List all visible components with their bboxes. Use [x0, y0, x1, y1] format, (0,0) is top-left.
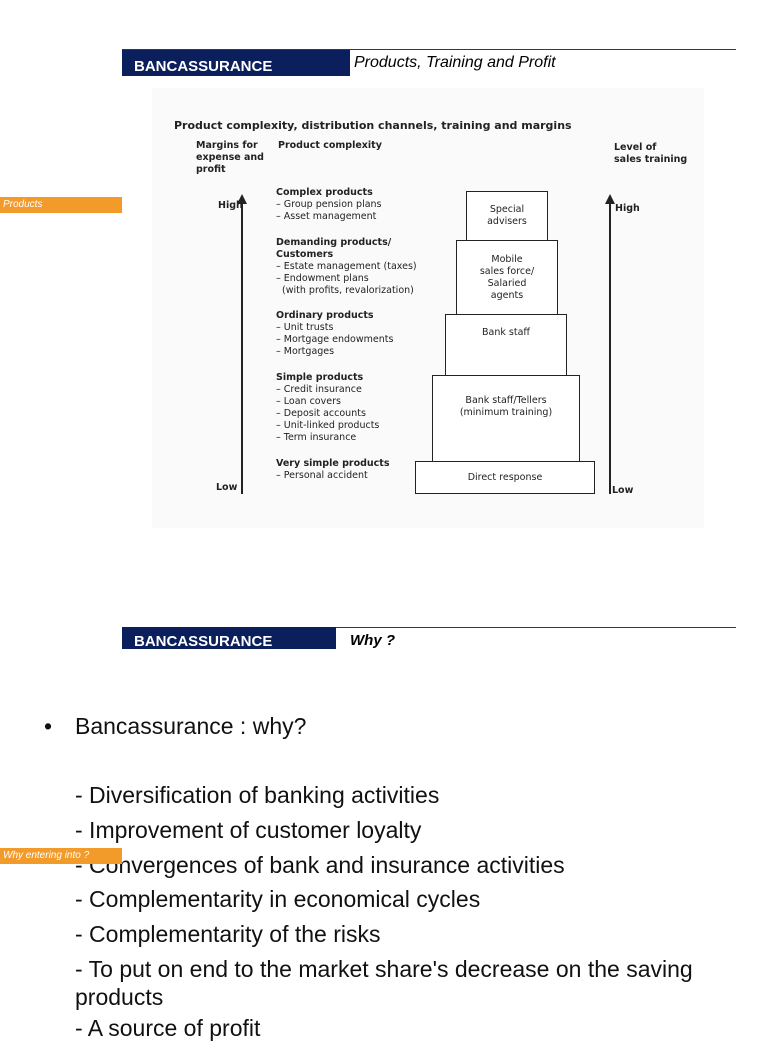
tier-direct-response: Direct response	[415, 461, 595, 494]
reason-line: - Diversification of banking activities	[75, 782, 440, 808]
group-item: – Term insurance	[276, 432, 357, 443]
reason-line: - A source of profit	[75, 1015, 261, 1041]
slide-subtitle-2: Why ?	[350, 632, 395, 649]
product-group: Demanding products/ Customers – Estate m…	[276, 237, 417, 297]
tier-label: Special advisers	[487, 204, 527, 227]
group-title: Demanding products/ Customers	[276, 237, 392, 260]
reason-line: - Convergences of bank and insurance act…	[75, 852, 565, 878]
group-item: – Asset management	[276, 211, 377, 222]
right-low-label: Low	[612, 485, 634, 496]
right-arrow-icon	[605, 194, 615, 204]
group-item: – Mortgages	[276, 346, 335, 357]
reason-line: - Improvement of customer loyalty	[75, 817, 422, 843]
right-axis-label: Level of sales training	[614, 142, 688, 165]
reason-line: - To put on end to the market share's de…	[75, 956, 693, 1010]
product-group: Very simple products – Personal accident	[276, 458, 389, 482]
group-title: Simple products	[276, 372, 364, 383]
reason-line: - Complementarity in economical cycles	[75, 886, 481, 912]
left-low-label: Low	[216, 482, 238, 493]
product-group: Complex products – Group pension plans –…	[276, 187, 382, 223]
group-title: Very simple products	[276, 458, 390, 469]
tier-mobile-sales-force: Mobile sales force/ Salaried agents	[456, 240, 558, 315]
reason-line: - Complementarity of the risks	[75, 921, 381, 947]
group-item: – Loan covers	[276, 396, 341, 407]
header-rule	[122, 49, 736, 50]
tier-bank-staff: Bank staff	[445, 314, 567, 376]
group-item: – Estate management (taxes)	[276, 261, 417, 272]
tier-label: Bank staff	[482, 327, 530, 338]
product-group: Ordinary products – Unit trusts – Mortga…	[276, 310, 393, 358]
group-item: – Unit-linked products	[276, 420, 380, 431]
bullet-heading: Bancassurance : why?	[75, 713, 307, 739]
group-item: – Deposit accounts	[276, 408, 366, 419]
slide-header: BANCASSURANCE	[122, 50, 350, 76]
left-high-label: High	[218, 200, 243, 211]
group-item: – Credit insurance	[276, 384, 362, 395]
group-item: (with profits, revalorization)	[276, 285, 414, 296]
slide-header-2: BANCASSURANCE	[122, 627, 336, 649]
group-item: – Mortgage endowments	[276, 334, 394, 345]
tier-label: Bank staff/Tellers (minimum training)	[459, 394, 553, 418]
group-item: – Personal accident	[276, 470, 368, 481]
side-tag-2: Why entering into ?	[0, 848, 122, 864]
figure-title: Product complexity, distribution channel…	[174, 119, 572, 132]
tier-label: Direct response	[467, 471, 543, 483]
tier-bank-staff-tellers: Bank staff/Tellers (minimum training)	[432, 375, 580, 462]
group-item: – Endowment plans	[276, 273, 369, 284]
product-group: Simple products – Credit insurance – Loa…	[276, 372, 379, 444]
left-arrow-icon	[237, 194, 247, 204]
diagram-figure: Product complexity, distribution channel…	[152, 88, 704, 528]
right-high-label: High	[615, 203, 640, 214]
side-tag: Products	[0, 197, 122, 213]
bullet-dot: •	[44, 713, 53, 739]
group-title: Ordinary products	[276, 310, 374, 321]
group-item: – Unit trusts	[276, 322, 334, 333]
group-title: Complex products	[276, 187, 373, 198]
slide-subtitle: Products, Training and Profit	[354, 54, 556, 71]
tier-label: Mobile sales force/ Salaried agents	[479, 253, 535, 301]
left-arrow-line	[241, 202, 243, 494]
left-axis-label: Margins for expense and profit	[196, 140, 264, 175]
group-item: – Group pension plans	[276, 199, 382, 210]
right-arrow-line	[609, 202, 611, 494]
complexity-label: Product complexity	[278, 140, 382, 151]
header-rule-2	[122, 627, 736, 628]
tier-special-advisers: Special advisers	[466, 191, 548, 241]
